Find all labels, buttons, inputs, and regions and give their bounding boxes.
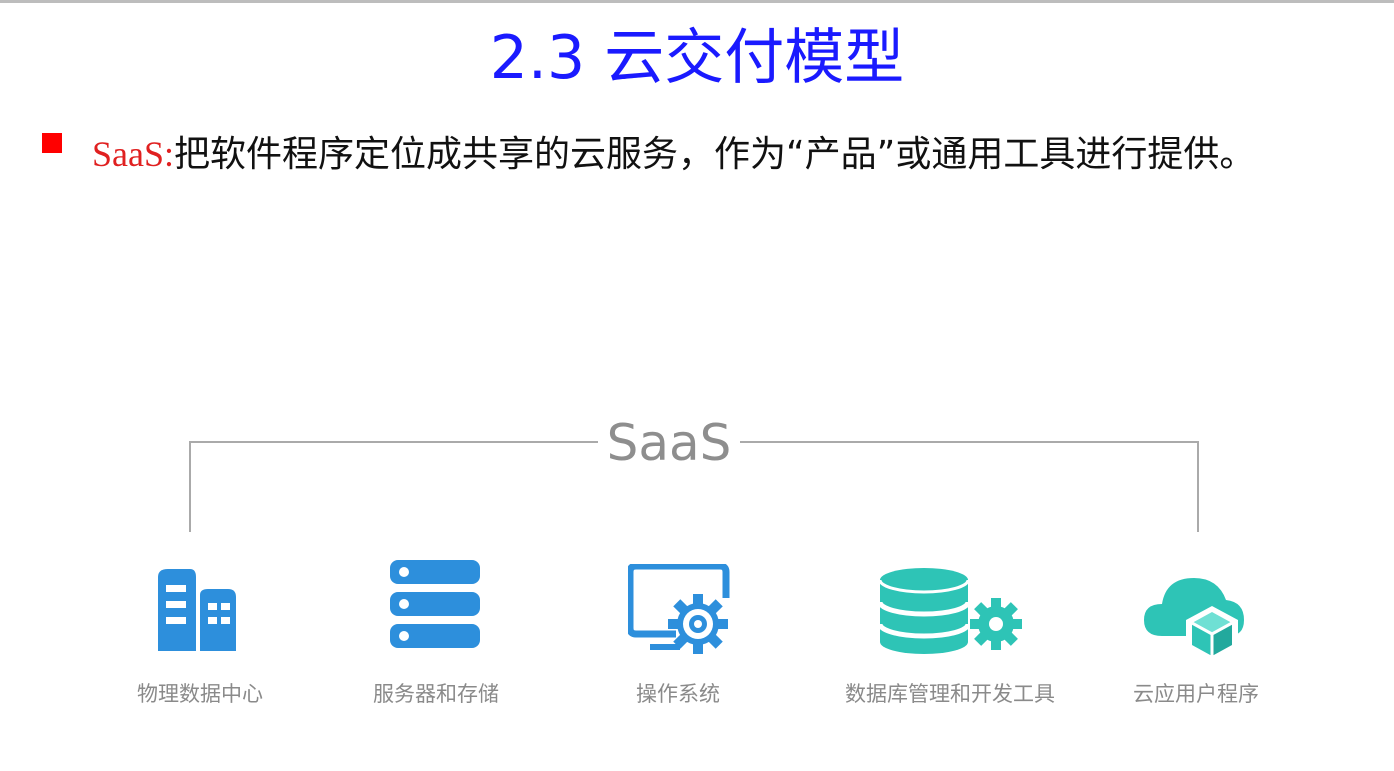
top-rule xyxy=(0,0,1394,3)
building-icon xyxy=(158,569,236,651)
label-physical-datacenter: 物理数据中心 xyxy=(137,682,263,706)
monitor-gear-icon xyxy=(628,564,730,654)
cloud-app-icon xyxy=(1144,578,1244,660)
saas-separator: : xyxy=(164,134,175,174)
label-cloud-apps: 云应用户程序 xyxy=(1133,682,1259,706)
saas-term: SaaS xyxy=(92,134,164,174)
label-servers-storage: 服务器和存储 xyxy=(373,682,499,706)
bullet-marker xyxy=(42,133,62,153)
saas-diagram: SaaS xyxy=(0,400,1394,730)
bracket-lines: SaaS xyxy=(189,414,1199,532)
database-gear-icon xyxy=(877,568,1022,654)
bullet-text: 把软件程序定位成共享的云服务，作为“产品”或通用工具进行提供。 xyxy=(174,134,1256,175)
label-database-tools: 数据库管理和开发工具 xyxy=(845,682,1055,706)
diagram-heading: SaaS xyxy=(607,414,732,472)
slide-title: 2.3 云交付模型 xyxy=(489,23,905,93)
server-icon xyxy=(390,560,480,648)
bullet-paragraph: SaaS:把软件程序定位成共享的云服务，作为“产品”或通用工具进行提供。 xyxy=(92,118,1382,191)
label-operating-system: 操作系统 xyxy=(636,682,720,706)
